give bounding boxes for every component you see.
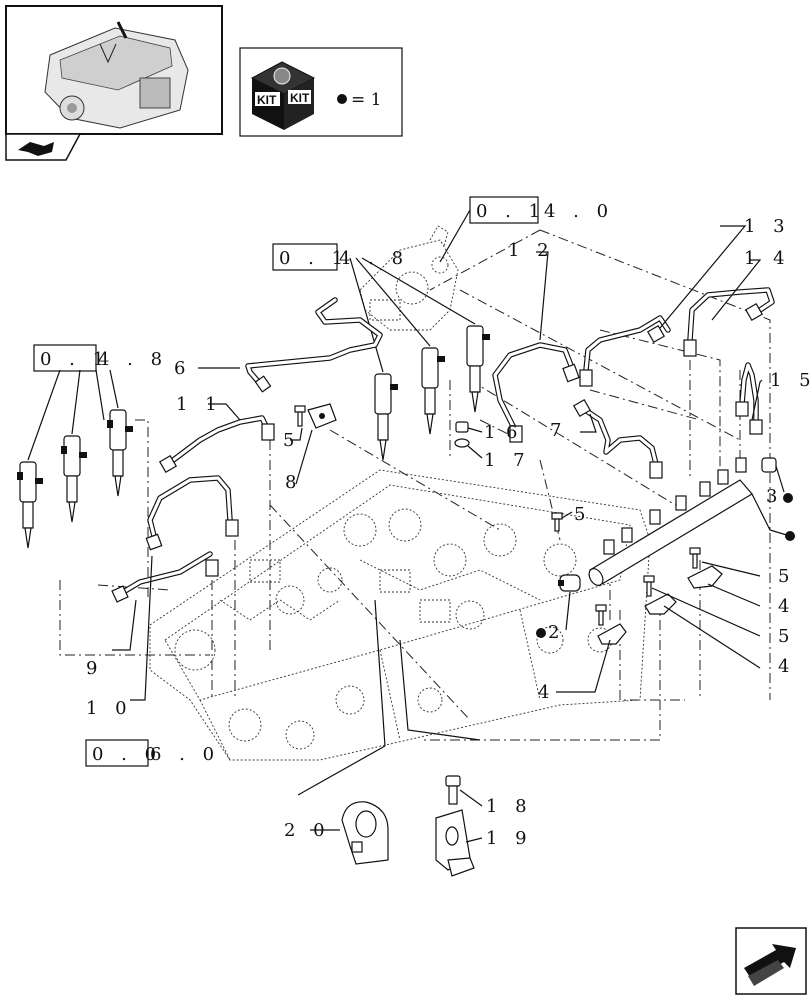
injector [421,347,445,435]
injector [374,373,398,461]
callout-4-right-a: 4 [778,596,795,617]
screw-5-upper[interactable] [294,405,306,427]
reference-0148-top[interactable]: 0 . 1 4 . 8 [272,243,409,271]
screw-5-right-b[interactable] [643,575,655,597]
clamp-20[interactable] [297,599,389,865]
callout-19: 1 9 [486,828,533,849]
plug-3[interactable] [761,457,785,493]
injector [61,435,87,523]
leader-lines [112,225,763,701]
pipe-14[interactable] [683,287,775,357]
callout-10: 1 0 [86,698,133,719]
reference-0060[interactable]: 0 . 0 6 . 0 [85,739,220,767]
ref-boxed-text: 0 . 1 [40,349,110,370]
pipe-11[interactable] [158,415,275,474]
sensor-8[interactable] [295,403,337,485]
pressure-sensor-2[interactable] [558,574,581,631]
pipe-9[interactable] [111,551,219,603]
filled-dot-icon [783,493,793,503]
injector [107,409,133,497]
bracket-4-a[interactable] [687,565,723,589]
ref-rest-text: 4 . 8 [339,248,409,269]
return-arrow-icon [18,142,54,156]
callout-12: 1 2 [508,240,555,261]
next-page-button[interactable] [735,927,807,995]
callout-1: 1 [484,422,501,443]
callout-8: 8 [285,472,302,493]
callout-2: 2 [548,622,565,643]
leader-0140 [439,209,471,263]
ref-boxed-text: 0 . 0 [92,744,162,765]
callout-9: 9 [86,658,103,679]
kit-box-icon: KIT KIT [250,61,316,130]
reference-0148-left[interactable]: 0 . 1 4 . 8 [33,344,168,372]
leader-0060 [399,639,481,741]
ref-rest-text: 4 . 8 [98,349,168,370]
injector-set-left[interactable] [17,369,133,549]
engine-thumbnail[interactable] [5,5,223,135]
callout-17: 1 7 [484,450,531,471]
callout-4-bottom: 4 [538,682,555,703]
fuel-rail[interactable] [586,457,791,588]
callout-5: 5 [283,430,300,451]
bracket-4-c[interactable] [597,623,627,645]
ref-rest-text: 6 . 0 [150,744,220,765]
callouts: 6 1 1 5 8 9 1 0 1 2 1 3 1 4 1 5 1 6 1 7 … [86,216,812,849]
ref-boxed-text: 0 . 1 [279,248,349,269]
ref-boxed-text: 0 . 1 [476,201,546,222]
kit-label-left: KIT [257,93,277,107]
injector [466,325,490,413]
seal-ring-17[interactable] [454,438,470,448]
kit-legend: KIT KIT = 1 [239,47,403,137]
callout-5-right-b: 5 [778,626,795,647]
filled-dot-icon [536,628,546,638]
callout-13: 1 3 [744,216,791,237]
kit-equals-text: = 1 [351,90,381,110]
callout-7: 7 [550,420,567,441]
callout-3: 3 [766,486,783,507]
filled-dot-icon [785,531,795,541]
return-arrow-button[interactable] [5,133,82,161]
fitting-1[interactable] [455,421,469,433]
pipe-7[interactable] [572,398,663,479]
callout-6: 6 [174,358,191,379]
next-page-arrow-icon [744,944,796,986]
screw-5-mid[interactable] [551,512,563,532]
injector [17,461,43,549]
pipe-13[interactable] [579,315,671,387]
cylinder-head[interactable] [149,469,651,761]
callout-18: 1 8 [486,796,533,817]
callout-5-right-a: 5 [778,566,795,587]
callout-4-right-b: 4 [778,656,795,677]
callout-20: 2 0 [284,820,331,841]
injector-set-right[interactable] [349,257,490,461]
bracket-19[interactable] [435,809,483,877]
callout-15: 1 5 [770,370,812,391]
filled-dot-icon [337,94,347,104]
callout-16: 6 [506,422,523,443]
screw-5-bottom[interactable] [595,604,607,626]
callout-14: 1 4 [744,248,791,269]
pipe-10[interactable] [145,475,239,551]
pipe-6[interactable] [245,297,383,393]
assembly-guide-lines [59,229,771,741]
bolt-18[interactable] [445,775,483,807]
callout-5-mid: 5 [574,504,591,525]
callout-11: 1 1 [176,394,223,415]
ref-rest-text: 4 . 0 [544,201,614,222]
kit-label-right: KIT [290,91,310,105]
high-pressure-pump[interactable] [359,225,459,331]
pipe-12[interactable] [492,342,580,443]
screw-5-right-a[interactable] [689,547,701,569]
reference-0140[interactable]: 0 . 1 4 . 0 [469,196,614,224]
engine-thumbnail-icon [44,21,189,129]
